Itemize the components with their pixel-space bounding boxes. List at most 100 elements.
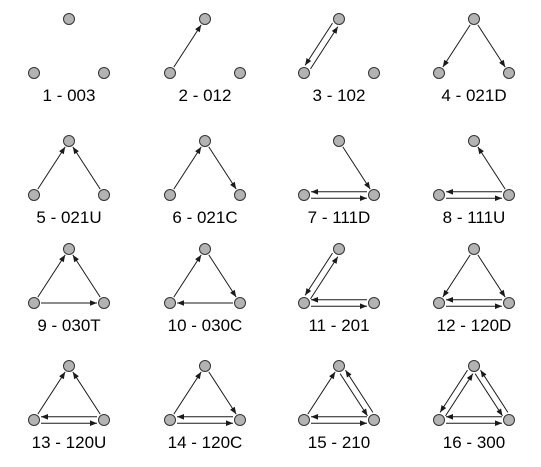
node-b (98, 67, 110, 79)
node-b (98, 297, 110, 309)
edge-a-to-t (37, 146, 66, 190)
edge-a-to-t (310, 26, 339, 70)
edge-t-to-a (442, 24, 471, 68)
triad-2: 2 - 012 (164, 13, 246, 105)
node-b (368, 189, 380, 201)
triad-label: 5 - 021U (36, 208, 101, 227)
node-a (28, 189, 40, 201)
node-a (433, 414, 445, 426)
node-b (234, 189, 246, 201)
edge-t-to-b (208, 254, 237, 298)
edge-t-to-b (474, 373, 503, 417)
node-a (298, 414, 310, 426)
node-t (468, 13, 480, 25)
triad-1: 1 - 003 (28, 13, 110, 105)
triad-9: 9 - 030T (28, 243, 110, 335)
edge-b-to-t (72, 146, 101, 190)
node-t (468, 360, 480, 372)
edge-t-to-b (208, 371, 237, 415)
triad-16: 16 - 300 (433, 360, 515, 452)
edge-t-to-b (342, 146, 371, 190)
node-a (433, 67, 445, 79)
triad-label: 10 - 030C (168, 316, 243, 335)
node-a (28, 67, 40, 79)
node-b (368, 67, 380, 79)
node-b (503, 414, 515, 426)
triad-15: 15 - 210 (298, 360, 380, 452)
triad-label: 11 - 201 (308, 316, 369, 335)
edge-t-to-b (477, 254, 506, 298)
node-a (433, 297, 445, 309)
triad-label: 9 - 030T (37, 316, 100, 335)
node-a (28, 414, 40, 426)
node-t (199, 135, 211, 147)
node-b (234, 414, 246, 426)
triad-label: 2 - 012 (179, 86, 232, 105)
edge-t-to-a (304, 252, 333, 296)
triad-label: 7 - 111D (308, 208, 371, 227)
edge-a-to-t (173, 371, 202, 415)
triad-label: 13 - 120U (32, 433, 107, 452)
triad-14: 14 - 120C (164, 360, 246, 452)
triad-13: 13 - 120U (28, 360, 110, 452)
triad-label: 16 - 300 (443, 433, 505, 452)
edge-t-to-b (477, 24, 506, 68)
triad-7: 7 - 111D (298, 135, 380, 227)
node-t (63, 135, 75, 147)
node-t (333, 360, 345, 372)
triad-11: 11 - 201 (298, 243, 380, 335)
edge-b-to-t (72, 371, 101, 415)
triad-label: 8 - 111U (443, 208, 506, 227)
triad-10: 10 - 030C (164, 243, 246, 335)
edge-a-to-t (173, 146, 202, 190)
edge-t-to-a (439, 369, 468, 413)
node-a (164, 414, 176, 426)
triad-label: 15 - 210 (308, 433, 370, 452)
edge-b-to-t (477, 146, 506, 190)
node-t (63, 243, 75, 255)
triad-5: 5 - 021U (28, 135, 110, 227)
triad-label: 14 - 120C (168, 433, 243, 452)
edge-t-to-a (304, 22, 333, 66)
node-a (28, 297, 40, 309)
edge-a-to-t (173, 254, 202, 298)
triad-label: 4 - 021D (441, 86, 506, 105)
edge-b-to-t (480, 369, 509, 413)
edge-a-to-t (307, 371, 336, 415)
node-b (503, 297, 515, 309)
triad-label: 6 - 021C (172, 208, 237, 227)
node-t (63, 360, 75, 372)
node-a (164, 67, 176, 79)
node-t (199, 360, 211, 372)
node-t (333, 135, 345, 147)
node-a (298, 189, 310, 201)
triad-8: 8 - 111U (433, 135, 515, 227)
node-b (98, 189, 110, 201)
triad-12: 12 - 120D (433, 243, 515, 335)
node-t (468, 243, 480, 255)
node-a (298, 297, 310, 309)
edge-b-to-t (345, 369, 374, 413)
node-t (199, 13, 211, 25)
node-b (98, 414, 110, 426)
edge-a-to-t (37, 371, 66, 415)
edge-a-to-t (173, 24, 202, 68)
triad-label: 1 - 003 (43, 86, 96, 105)
node-t (63, 13, 75, 25)
node-a (164, 297, 176, 309)
node-b (368, 414, 380, 426)
node-b (503, 67, 515, 79)
edge-a-to-t (37, 254, 66, 298)
node-t (333, 13, 345, 25)
node-a (164, 189, 176, 201)
edge-t-to-b (208, 146, 237, 190)
edge-t-to-a (442, 254, 471, 298)
edge-t-to-b (339, 373, 368, 417)
node-b (234, 297, 246, 309)
node-b (234, 67, 246, 79)
node-a (433, 189, 445, 201)
node-b (503, 189, 515, 201)
triad-3: 3 - 102 (298, 13, 380, 105)
triad-label: 3 - 102 (313, 86, 366, 105)
